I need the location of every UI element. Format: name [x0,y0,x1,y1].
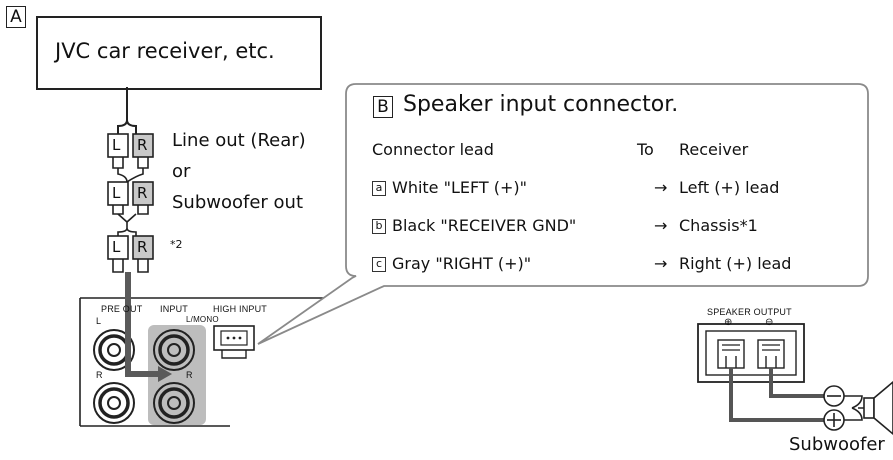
cable-split-1 [117,119,137,134]
row-c-dest: Right (+) lead [679,254,792,273]
receiver-box: JVC car receiver, etc. [36,16,322,90]
col-lead-header: Connector lead [372,140,494,159]
sub-out-label: Subwoofer out [172,192,304,213]
input-label: INPUT [160,304,188,314]
subwoofer-label: Subwoofer [789,434,885,455]
speaker-minus-symbol: ⊖ [765,317,774,328]
lead-row-b: b Black "RECEIVER GND" [372,216,576,235]
cable-link-1 [117,168,144,183]
speaker-lead-wires [844,395,864,421]
l-label: L [96,316,102,326]
l-mono-label: L/MONO [186,315,219,324]
row-b-arrow: → [654,216,668,235]
row-c-letter: c [372,257,386,272]
speaker-cable-plus [729,368,834,422]
row-a-arrow: → [654,178,668,197]
lead-row-c: c Gray "RIGHT (+)" [372,254,531,273]
r-label-input: R [186,370,193,380]
panel-b-title: Speaker input connector. [403,92,679,117]
note-ref-2: *2 [170,238,183,251]
panel-a-label: A [6,6,26,28]
col-receiver-header: Receiver [679,140,749,159]
line-out-label: Line out (Rear) [172,130,306,151]
amplifier-panel [79,297,328,427]
pre-out-label: PRE OUT [101,304,143,314]
row-b-letter: b [372,219,386,234]
signal-path-arrow [125,272,160,377]
cable-link-2 [117,213,137,236]
speaker-output-unit [697,323,805,383]
row-c-arrow: → [654,254,668,273]
row-b-lead: Black "RECEIVER GND" [392,216,577,235]
lead-row-a: a White "LEFT (+)" [372,178,527,197]
plug-l-1: L [112,136,121,154]
signal-arrowhead [158,366,172,382]
row-c-lead: Gray "RIGHT (+)" [392,254,532,273]
row-a-lead: White "LEFT (+)" [392,178,528,197]
rca-plug-pair-3 [107,235,154,273]
row-b-dest: Chassis*1 [679,216,758,235]
subwoofer-icon [863,380,893,436]
speaker-plus-symbol: ⊕ [724,317,733,328]
receiver-box-label: JVC car receiver, etc. [55,39,275,63]
high-input-label: HIGH INPUT [213,304,268,314]
rca-plug-pair-2 [107,181,154,215]
speaker-cable-minus [769,368,834,398]
plug-l-2: L [112,184,121,202]
col-to-header: To [637,140,654,159]
plug-l-3: L [112,238,121,256]
panel-b-label: B [373,96,393,118]
plug-r-3: R [137,238,148,256]
r-label-pre: R [96,370,103,380]
plug-r-2: R [137,184,148,202]
speaker-output-header: SPEAKER OUTPUT [707,307,792,317]
row-a-dest: Left (+) lead [679,178,780,197]
row-a-letter: a [372,181,386,196]
plug-r-1: R [137,136,148,154]
panel-b-border [257,83,869,345]
or-label: or [172,161,191,182]
